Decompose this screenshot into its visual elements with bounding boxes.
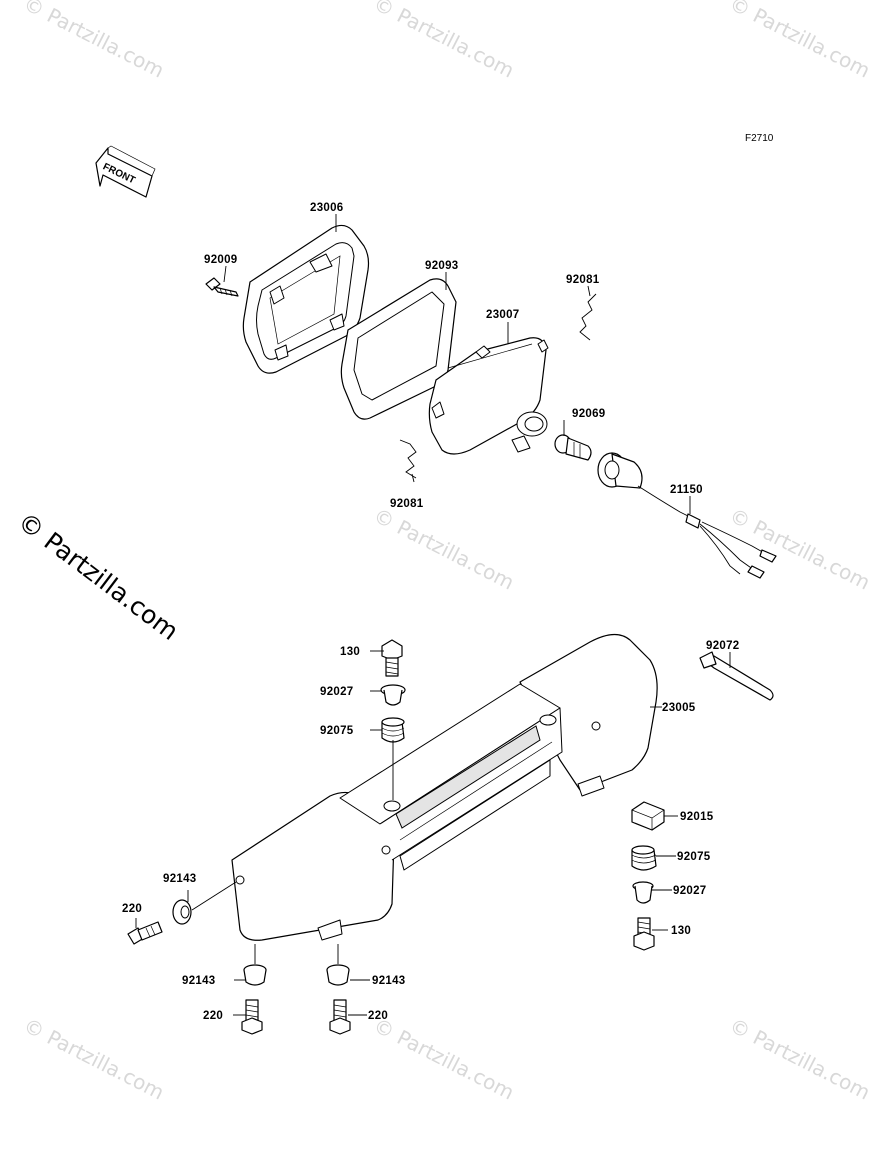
bolt-220-mid (329, 999, 351, 1035)
label-23005: 23005 (662, 702, 696, 714)
leader-lines (135, 214, 731, 1016)
label-92015: 92015 (680, 811, 714, 823)
label-23006: 23006 (310, 202, 343, 214)
label-130-top: 130 (340, 646, 360, 658)
label-92069: 92069 (572, 408, 605, 420)
label-220-mid: 220 (368, 1010, 388, 1022)
label-92009: 92009 (204, 254, 237, 266)
grommet-92143-side (172, 899, 192, 925)
collar-92027-right (632, 881, 654, 904)
cable-tie-92072 (699, 651, 774, 701)
bracket-23005 (231, 633, 658, 941)
socket-21150 (597, 452, 777, 579)
label-92143-mid: 92143 (372, 975, 405, 987)
bolt-220-left (241, 999, 263, 1035)
label-23007: 23007 (486, 309, 519, 321)
watermark: © Partzilla.com (20, 1013, 168, 1104)
watermark: © Partzilla.com (370, 503, 518, 594)
label-92143-left: 92143 (182, 975, 215, 987)
bolt-220-side (127, 921, 163, 945)
copyright-text: © Partzilla.com (12, 507, 184, 646)
collar-92027-top (380, 684, 406, 706)
label-220-left: 220 (203, 1010, 223, 1022)
label-220-side: 220 (122, 903, 142, 915)
label-92081-bottom: 92081 (390, 498, 424, 510)
bulb-92069 (554, 434, 592, 461)
label-130-right: 130 (671, 925, 691, 937)
bolt-130-top (381, 639, 403, 677)
watermark: © Partzilla.com (370, 0, 518, 83)
label-92143-side: 92143 (163, 873, 196, 885)
headlight-23007 (428, 337, 549, 455)
label-92075-top: 92075 (320, 725, 354, 737)
part-labels: 23006 92009 92093 92081 23007 92069 9208… (122, 202, 739, 1022)
label-21150: 21150 (670, 484, 703, 496)
bolt-130-right (633, 917, 655, 951)
label-92072: 92072 (706, 640, 739, 652)
grommet-92143-left (243, 964, 267, 986)
watermark: © Partzilla.com (726, 503, 874, 594)
nut-92015 (631, 801, 665, 831)
grommet-92143-mid (326, 964, 350, 986)
diagram-code: F2710 (745, 133, 774, 144)
label-92075-right: 92075 (677, 851, 711, 863)
watermark: © Partzilla.com (370, 1013, 518, 1104)
screw-92009 (205, 277, 239, 297)
spring-92081-top (579, 293, 597, 341)
watermark: © Partzilla.com (726, 0, 874, 83)
label-92081-top: 92081 (566, 274, 600, 286)
label-92027-right: 92027 (673, 885, 706, 897)
spring-92081-bottom (399, 439, 417, 479)
label-92093: 92093 (425, 260, 458, 272)
watermark: © Partzilla.com (20, 0, 168, 83)
gasket-92093 (340, 278, 457, 420)
damper-92075-right (631, 845, 657, 871)
damper-92075-top (381, 717, 405, 743)
watermark: © Partzilla.com (726, 1013, 874, 1104)
label-92027-top: 92027 (320, 686, 353, 698)
front-arrow-icon: FRONT (95, 145, 156, 198)
